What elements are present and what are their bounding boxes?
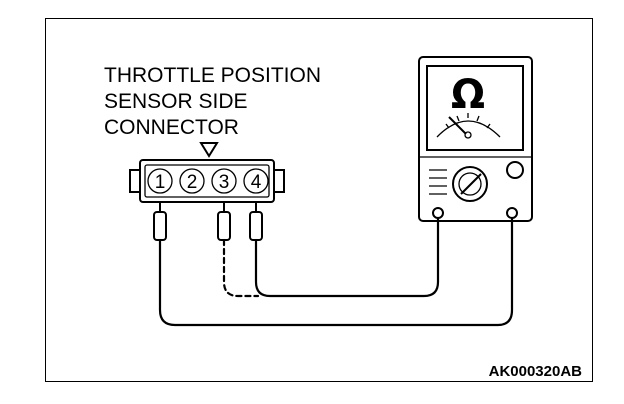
connector-pin-4: 4 — [243, 168, 269, 194]
ohmmeter-display-panel — [426, 65, 524, 151]
figure-frame — [45, 18, 593, 382]
connector-label: THROTTLE POSITION SENSOR SIDE CONNECTOR — [104, 64, 321, 139]
throttle-position-sensor-connector: 1 2 3 4 — [129, 159, 285, 203]
connector-label-line-1: THROTTLE POSITION — [104, 64, 321, 87]
ohm-symbol: Ω — [451, 72, 485, 118]
pin-number-2: 2 — [187, 172, 198, 193]
connector-pin-2: 2 — [179, 168, 205, 194]
terminal-right-icon — [506, 207, 518, 219]
gauge-needle-icon — [436, 113, 501, 139]
connector-outer-housing — [139, 159, 275, 203]
selector-dial-icon — [452, 166, 488, 202]
wire-pin-1-to-meter — [158, 216, 514, 327]
connector-pin-3: 3 — [211, 168, 237, 194]
pin-number-3: 3 — [219, 172, 230, 193]
wire-pin-3-alternate-dashed — [222, 238, 260, 298]
ohmmeter: Ω — [418, 56, 533, 222]
pin-number-1: 1 — [155, 172, 166, 193]
pointer-triangle-icon — [199, 142, 219, 158]
probe-pin-1 — [153, 202, 167, 241]
pin-number-4: 4 — [251, 172, 262, 193]
wire-pin-4-to-meter — [254, 216, 440, 298]
probe-pin-3 — [217, 202, 231, 241]
terminal-left-icon — [432, 207, 444, 219]
connector-left-tab — [129, 169, 141, 193]
figure-code: AK000320AB — [489, 363, 583, 380]
zero-adjust-knob-icon — [506, 161, 524, 179]
connector-inner-housing — [144, 164, 270, 198]
connector-label-line-2: SENSOR SIDE — [104, 90, 248, 113]
connector-pin-1: 1 — [147, 168, 173, 194]
connector-label-line-3: CONNECTOR — [104, 116, 239, 139]
ohmmeter-case — [418, 56, 533, 222]
range-lines-icon — [429, 169, 447, 195]
probe-pin-4 — [249, 202, 263, 241]
connector-right-tab — [273, 169, 285, 193]
